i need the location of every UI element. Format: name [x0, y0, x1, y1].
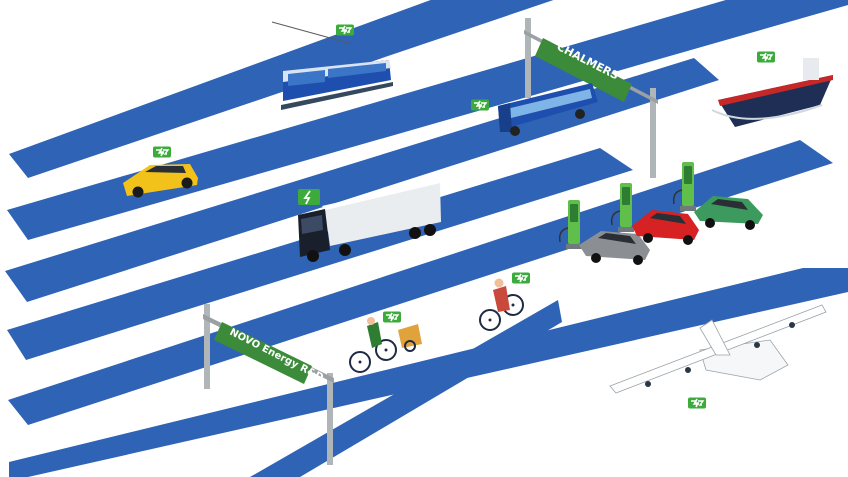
cyclist — [479, 278, 524, 331]
electric-aircraft — [609, 304, 827, 394]
road-stripe — [7, 0, 848, 240]
electric-car-green — [694, 196, 763, 230]
road-stripes — [5, 0, 848, 477]
road-stripe — [7, 148, 633, 360]
electric-car-grey — [579, 231, 650, 265]
charge-badge-icon — [382, 310, 402, 324]
taxi — [123, 164, 198, 198]
charge-badge-icon — [756, 50, 776, 64]
semi-truck — [298, 180, 441, 262]
city-bus — [498, 83, 598, 136]
cyclist-with-trailer — [349, 317, 422, 373]
road-stripe — [5, 58, 719, 302]
road-stripe — [9, 268, 848, 477]
road-stripe — [9, 0, 554, 178]
charge-badge-icon — [470, 98, 490, 112]
charge-badge-icon — [335, 23, 355, 37]
electric-car-red — [632, 210, 699, 245]
cargo-ship — [711, 58, 833, 127]
tram — [271, 21, 393, 110]
charge-badge-icon — [298, 189, 320, 205]
charge-badge-icon — [511, 271, 531, 285]
charge-badge-icon — [687, 396, 707, 410]
charge-badge-icon — [152, 145, 172, 159]
